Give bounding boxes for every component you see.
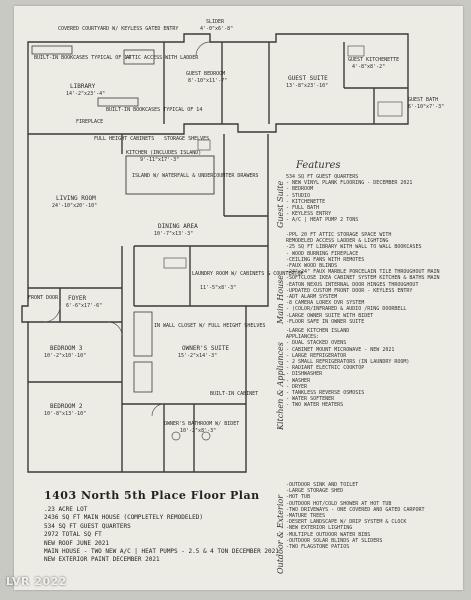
laundry-label: LAUNDRY ROOM W/ CABINETS & COUNTERTOP	[192, 271, 304, 277]
kitchenette-label: GUEST KITCHENETTE	[348, 57, 400, 63]
mls-watermark: LVR 2022	[6, 575, 67, 588]
features-title: Features	[296, 160, 341, 171]
property-stats: .23 ACRE LOT 2436 SQ FT MAIN HOUSE (COMP…	[44, 506, 279, 564]
guest-suite-features: 534 SQ FT GUEST QUARTERS - NEW VINYL PLA…	[286, 174, 413, 224]
slider-label: SLIDER	[206, 19, 225, 25]
living-room-dimension: 24'-10"x20'-10"	[52, 203, 98, 209]
kitchen-dimension: 9'-11"x17'-3"	[140, 157, 180, 163]
kitchen-appliance-features: -LARGE KITCHEN ISLAND APPLIANCES: - DUAL…	[286, 328, 410, 409]
north-wing-walls	[27, 33, 409, 135]
island-note: ISLAND W/ WATERFALL & UNDERCOUNTER DRAWE…	[132, 173, 259, 179]
shelves-note: STORAGE SHELVES	[164, 136, 210, 142]
kitchenette-dimension: 4'-8"x8'-2"	[352, 64, 386, 70]
library-label: LIBRARY	[70, 83, 96, 90]
bookcase-note-2: BUILT-IN BOOKCASES TYPICAL OF 14	[106, 107, 203, 113]
guest-bedroom-dimension: 8'-10"x11'-7"	[188, 78, 228, 84]
laundry-dimension: 11'-5"x8'-3"	[200, 285, 237, 291]
cabinets-note: FULL HEIGHT CABINETS	[94, 136, 155, 142]
library-dimension: 14'-2"x23'-4"	[66, 91, 106, 97]
bedroom-3-dimension: 10'-2"x10'-10"	[44, 353, 87, 359]
main-house-walls	[21, 134, 269, 473]
guest-suite-section-label: Guest Suite	[276, 180, 285, 228]
bedroom-2-label: BEDROOM 2	[50, 403, 83, 410]
floor-plan-drawing	[21, 33, 409, 473]
owners-bath-label: OWNER'S BATHROOM W/ BIDET	[164, 421, 240, 427]
main-house-section-label: Main House	[276, 275, 285, 324]
guest-suite-dimension: 13'-8"x23'-10"	[286, 83, 329, 89]
kitchen-label: KITCHEN (INCLUDES ISLAND)	[126, 150, 202, 156]
floor-plan-sheet: COVERED COURTYARD W/ KEYLESS GATED ENTRY…	[14, 6, 463, 590]
foyer-dimension: 6'-6"x17'-6"	[66, 303, 103, 309]
attic-note: ATTIC ACCESS WITH LADDER	[126, 55, 199, 61]
guest-bath-dimension: 6'-10"x7'-3"	[408, 104, 445, 110]
fireplace-note: FIREPLACE	[76, 119, 104, 125]
owners-suite-label: OWNER'S SUITE	[182, 345, 229, 352]
living-room-label: LIVING ROOM	[56, 195, 96, 202]
bedroom-2-dimension: 10'-8"x13'-10"	[44, 411, 87, 417]
owners-suite-dimension: 15'-2"x14'-3"	[178, 353, 218, 359]
dining-area-dimension: 10'-7"x13'-3"	[154, 231, 194, 237]
foyer-label: FOYER	[68, 295, 87, 302]
outdoor-features: -OUTDOOR SINK AND TOILET -LARGE STORAGE …	[286, 482, 425, 551]
front-door-label: FRONT DOOR	[28, 295, 59, 301]
closet-note: IN WALL CLOSET W/ FULL HEIGHT SHELVES	[154, 323, 266, 329]
bedroom-3-label: BEDROOM 3	[50, 345, 83, 352]
guest-bath-label: GUEST BATH	[408, 97, 439, 103]
guest-bedroom-label: GUEST BEDROOM	[186, 71, 226, 77]
bookcase-note: BUILT-IN BOOKCASES TYPICAL OF 14	[34, 55, 131, 61]
slider-dimension: 4'-0"x6'-8"	[200, 26, 234, 32]
main-house-features: -PPL 20 FT ATTIC STORAGE SPACE WITH REMO…	[286, 232, 440, 325]
courtyard-label: COVERED COURTYARD W/ KEYLESS GATED ENTRY	[58, 26, 179, 32]
built-in-cabinet-note: BUILT-IN CABINET	[210, 391, 259, 397]
plan-title: 1403 North 5th Place Floor Plan	[44, 489, 260, 502]
kitchen-section-label: Kitchen & Appliances	[276, 342, 285, 430]
guest-suite-label: GUEST SUITE	[288, 75, 328, 82]
owners-bath-dimension: 10'-2"x8'-3"	[180, 428, 217, 434]
dining-area-label: DINING AREA	[158, 223, 198, 230]
